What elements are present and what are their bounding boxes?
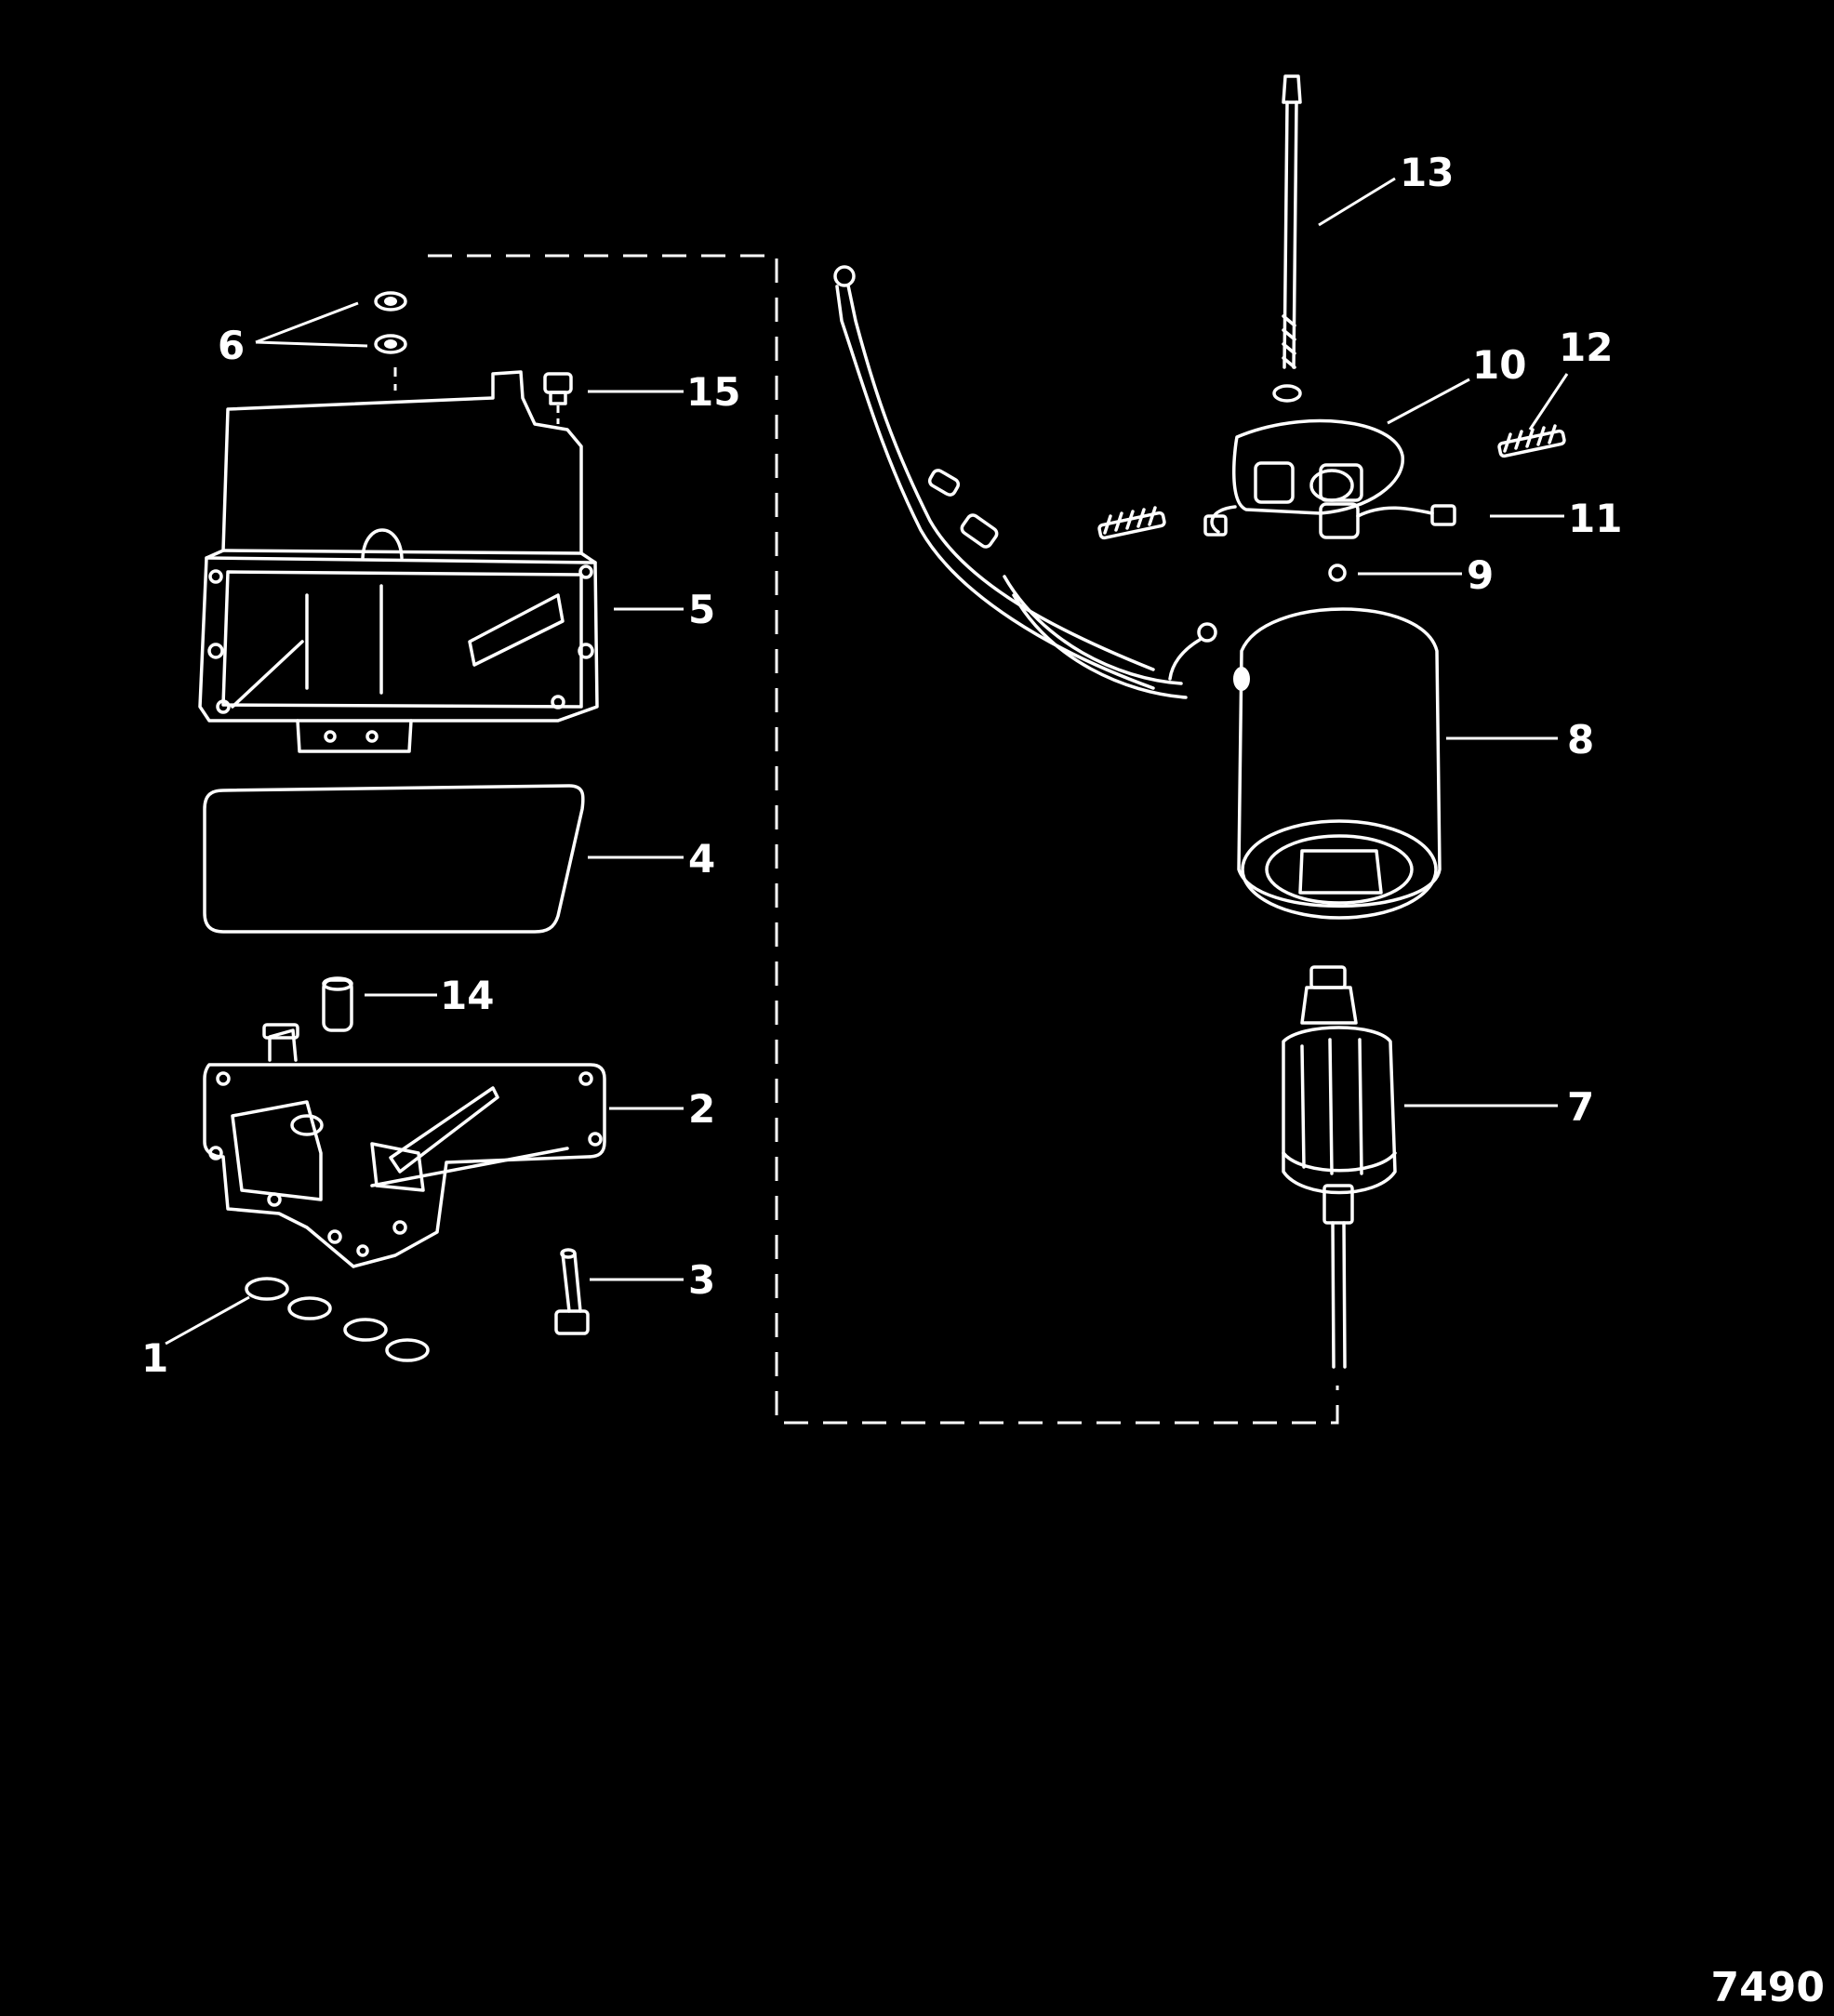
callout-label-6: 6 bbox=[218, 323, 245, 368]
figure-number: 7490 bbox=[1711, 1964, 1825, 2011]
callout-label-11: 11 bbox=[1568, 496, 1622, 541]
part-8-motor-frame bbox=[1233, 607, 1442, 920]
callout-label-13: 13 bbox=[1400, 150, 1454, 195]
part-6-washers bbox=[374, 291, 407, 391]
part-4-gasket bbox=[203, 784, 585, 934]
callout-label-12: 12 bbox=[1559, 325, 1613, 370]
part-14-check-valve bbox=[322, 976, 353, 1032]
callout-label-4: 4 bbox=[688, 836, 715, 882]
part-7-armature bbox=[1282, 965, 1397, 1369]
assembly-boundary-dashed-line bbox=[428, 254, 1339, 1425]
part-15-fill-plug bbox=[543, 372, 573, 424]
part-1-o-rings bbox=[245, 1277, 430, 1362]
part-2-pump-body bbox=[203, 1023, 606, 1268]
part-12-brush-springs bbox=[1097, 424, 1566, 540]
callout-label-3: 3 bbox=[688, 1257, 715, 1303]
part-9-ball bbox=[1328, 564, 1347, 582]
leader-lines bbox=[165, 177, 1569, 1346]
callout-label-1: 1 bbox=[141, 1335, 168, 1381]
part-3-bolt bbox=[554, 1248, 590, 1335]
callout-label-10: 10 bbox=[1472, 342, 1526, 388]
part-13-through-bolt bbox=[1282, 74, 1302, 369]
callout-label-2: 2 bbox=[688, 1086, 715, 1132]
wiring-harness bbox=[833, 265, 1217, 699]
callout-label-7: 7 bbox=[1567, 1084, 1594, 1130]
callout-label-9: 9 bbox=[1467, 552, 1494, 598]
part-5-reservoir-housing bbox=[198, 370, 599, 753]
part-10-brush-plate bbox=[1203, 384, 1456, 539]
callout-label-15: 15 bbox=[686, 369, 740, 415]
callout-label-5: 5 bbox=[688, 587, 715, 632]
callout-label-14: 14 bbox=[440, 973, 494, 1018]
callout-label-8: 8 bbox=[1567, 717, 1594, 763]
